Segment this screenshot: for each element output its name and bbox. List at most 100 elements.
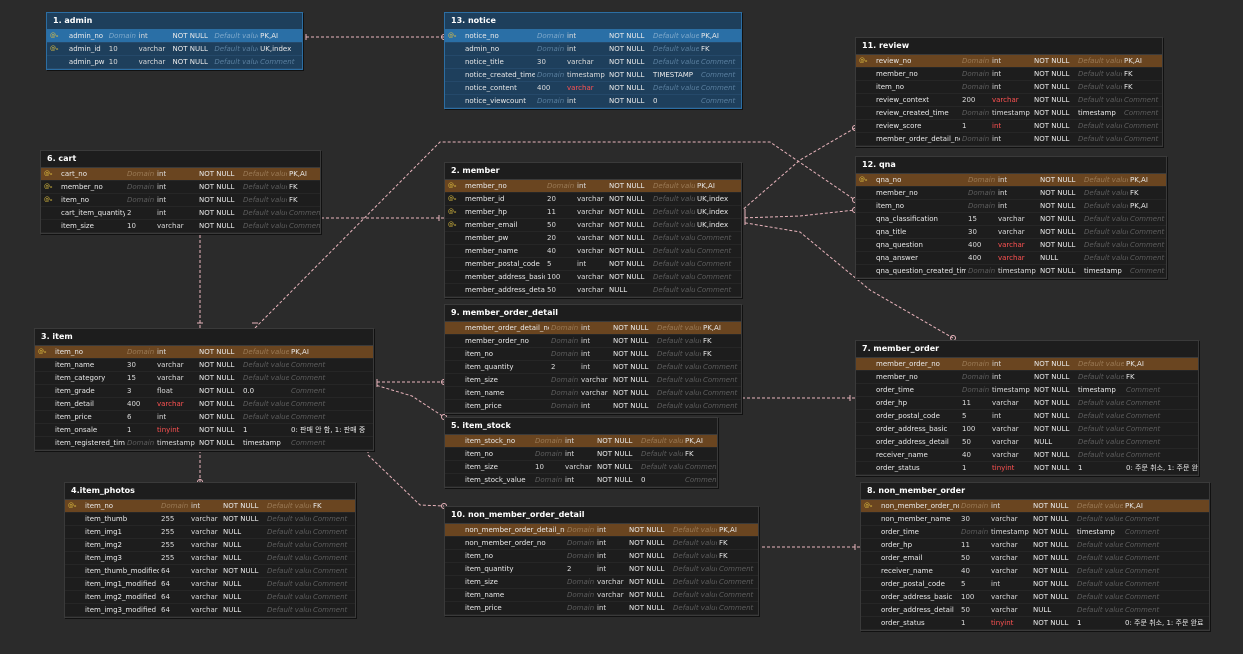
table-title[interactable]: 6. cart	[41, 151, 320, 168]
table-title[interactable]: 9. member_order_detail	[445, 305, 741, 322]
table-title[interactable]: 4.item_photos	[65, 483, 355, 500]
table-title[interactable]: 1. admin	[47, 13, 302, 30]
table-title[interactable]: 3. item	[35, 329, 373, 346]
table-title[interactable]: 8. non_member_order	[861, 483, 1209, 500]
table-title[interactable]: 13. notice	[445, 13, 741, 30]
table-title[interactable]: 12. qna	[856, 157, 1166, 174]
table-title[interactable]: 11. review	[856, 38, 1162, 55]
table-title[interactable]: 10. non_member_order_detail	[445, 507, 758, 524]
table-title[interactable]: 2. member	[445, 163, 741, 180]
